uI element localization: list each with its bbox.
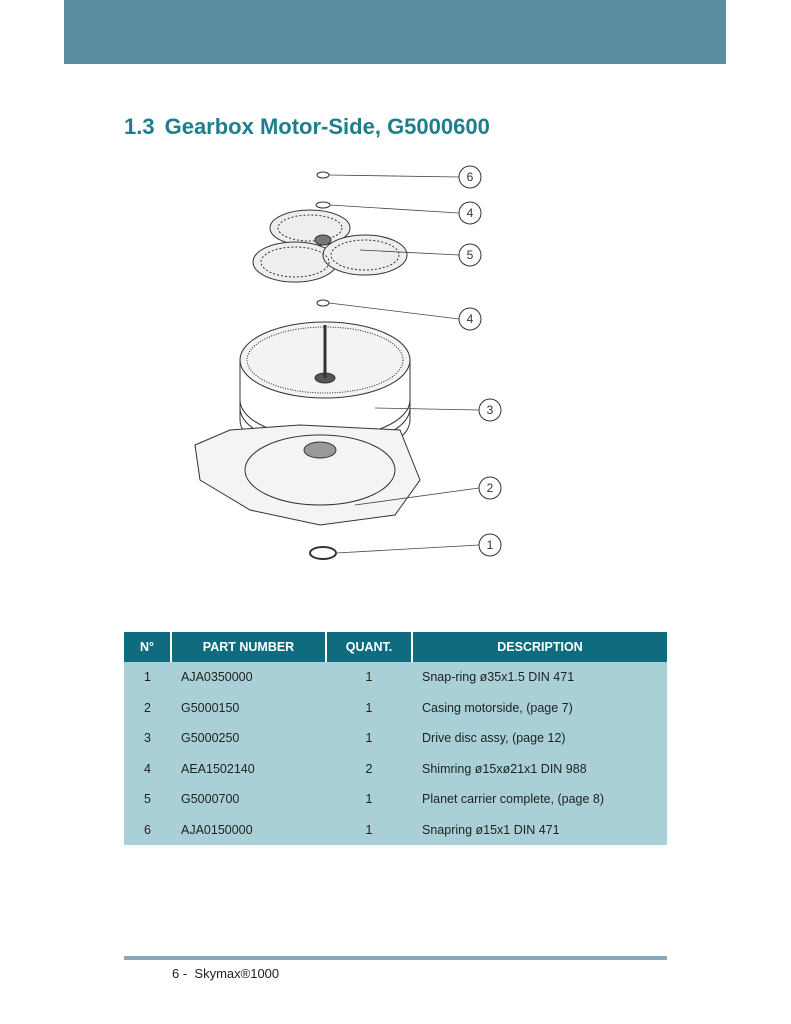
cell-part-number: G5000250: [171, 723, 326, 754]
cell-description: Snap-ring ø35x1.5 DIN 471: [412, 662, 667, 693]
header-description: DESCRIPTION: [411, 632, 667, 662]
planet-carrier: [252, 209, 408, 283]
cell-quantity: 1: [326, 723, 412, 754]
section-number: 1.3: [124, 114, 155, 139]
cell-part-number: G5000150: [171, 692, 326, 723]
snap-ring-6: [316, 171, 330, 179]
header-part-number: PART NUMBER: [170, 632, 326, 662]
cell-number: 5: [124, 784, 171, 815]
cell-quantity: 1: [326, 692, 412, 723]
cell-number: 1: [124, 662, 171, 693]
cell-description: Shimring ø15xø21x1 DIN 988: [412, 753, 667, 784]
callout-5: 5: [467, 248, 474, 262]
footer: 6 - Skymax®1000: [172, 966, 279, 981]
table-header: N° PART NUMBER QUANT. DESCRIPTION: [124, 632, 667, 662]
callout-1: 1: [487, 538, 494, 552]
cell-quantity: 1: [326, 662, 412, 693]
section-title: Gearbox Motor-Side, G5000600: [164, 114, 490, 139]
cell-quantity: 2: [326, 753, 412, 784]
page-title: 1.3 Gearbox Motor-Side, G5000600: [124, 114, 500, 140]
snap-ring-1: [309, 546, 337, 560]
header-number: N°: [124, 632, 171, 662]
cell-description: Planet carrier complete, (page 8): [412, 784, 667, 815]
shimring-4-top: [315, 201, 331, 209]
cell-part-number: AJA0150000: [171, 814, 326, 845]
callout-3: 3: [487, 403, 494, 417]
callout-2: 2: [487, 481, 494, 495]
callouts: 6 4 5 4 3 2 1: [458, 165, 502, 557]
cell-description: Snapring ø15x1 DIN 471: [412, 814, 667, 845]
cell-description: Casing motorside, (page 7): [412, 692, 667, 723]
cell-number: 3: [124, 723, 171, 754]
callout-6: 6: [467, 170, 474, 184]
header-quantity: QUANT.: [325, 632, 412, 662]
cell-number: 4: [124, 753, 171, 784]
page-number: 6 -: [172, 966, 188, 981]
drive-disc: [239, 321, 411, 459]
cell-quantity: 1: [326, 784, 412, 815]
product-name: Skymax®1000: [194, 966, 280, 981]
cell-number: 2: [124, 692, 171, 723]
callout-4a: 4: [467, 206, 474, 220]
cell-description: Drive disc assy, (page 12): [412, 723, 667, 754]
cell-part-number: AEA1502140: [171, 753, 326, 784]
leader-lines: [328, 174, 480, 554]
shimring-4-bottom: [316, 299, 330, 307]
cell-quantity: 1: [326, 814, 412, 845]
cell-part-number: G5000700: [171, 784, 326, 815]
header-band: [64, 0, 726, 64]
exploded-diagram: 6 4 5 4 3 2 1: [194, 165, 502, 560]
cell-part-number: AJA0350000: [171, 662, 326, 693]
cell-number: 6: [124, 814, 171, 845]
casing: [194, 424, 421, 526]
footer-rule: [124, 956, 667, 960]
callout-4b: 4: [467, 312, 474, 326]
